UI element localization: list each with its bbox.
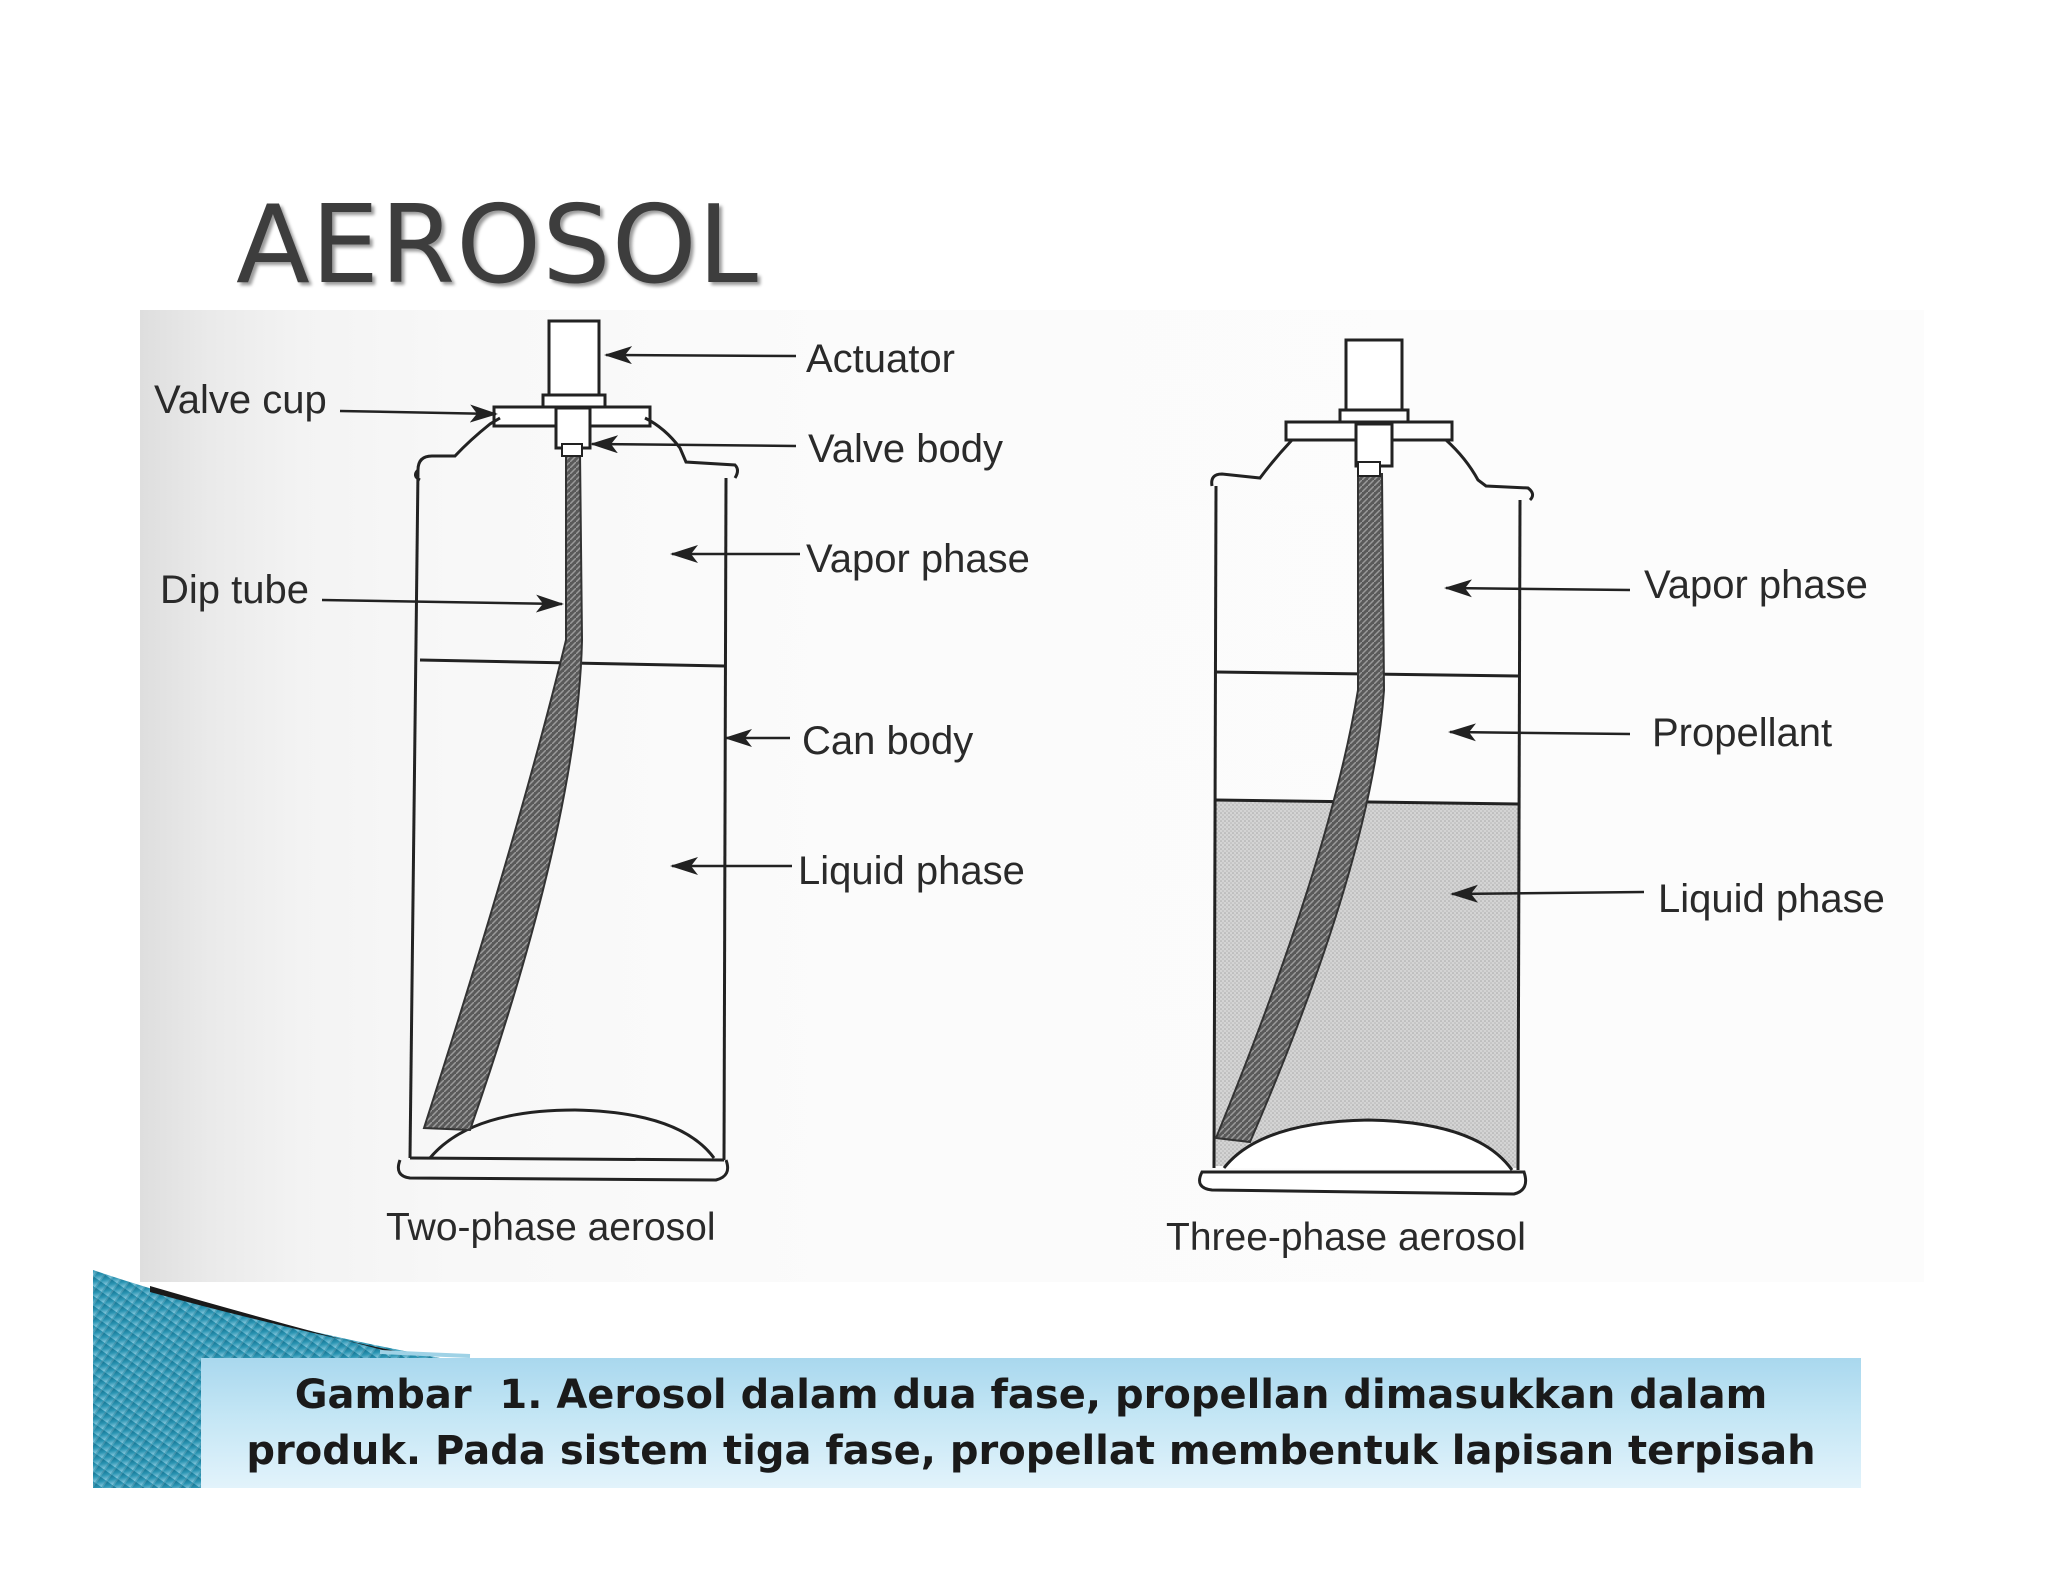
slide-title: AEROSOL bbox=[236, 183, 759, 308]
figure-caption-line-1: Gambar 1. Aerosol dalam dua fase, propel… bbox=[294, 1372, 1768, 1418]
can-body-right-wall bbox=[722, 477, 728, 1161]
can-body-right-right-wall bbox=[1516, 499, 1522, 1171]
label-propellant: Propellant bbox=[1652, 711, 1832, 755]
can-base-left bbox=[396, 1159, 730, 1182]
label-valve-body: Valve body bbox=[808, 427, 1003, 471]
label-vapor-phase-left: Vapor phase bbox=[806, 537, 1030, 581]
dip-tube-left bbox=[422, 451, 584, 1132]
can-shoulder-left bbox=[416, 416, 501, 471]
label-liquid-phase-left: Liquid phase bbox=[798, 849, 1025, 893]
label-liquid-phase-right: Liquid phase bbox=[1658, 877, 1885, 921]
figure-caption-line-2: produk. Pada sistem tiga fase, propellat… bbox=[246, 1428, 1816, 1474]
can-body-right-left-wall bbox=[1212, 485, 1218, 1169]
can-body-left-wall bbox=[408, 469, 420, 1159]
label-can-body: Can body bbox=[802, 719, 973, 763]
two-phase-can bbox=[396, 319, 739, 1182]
arrows-left bbox=[321, 346, 800, 875]
label-valve-cup: Valve cup bbox=[154, 378, 327, 422]
caption-two-phase: Two-phase aerosol bbox=[386, 1206, 716, 1249]
figure-caption-box: Gambar 1. Aerosol dalam dua fase, propel… bbox=[201, 1358, 1861, 1488]
swoosh-teal-band bbox=[93, 1270, 440, 1488]
caption-three-phase: Three-phase aerosol bbox=[1166, 1216, 1526, 1259]
label-actuator: Actuator bbox=[806, 337, 955, 381]
three-phase-can bbox=[1198, 338, 1535, 1196]
label-vapor-phase-right: Vapor phase bbox=[1644, 563, 1868, 607]
can-base-right bbox=[1198, 1170, 1528, 1196]
label-dip-tube: Dip tube bbox=[160, 568, 309, 612]
arrows-right bbox=[1444, 579, 1645, 903]
dip-tube-right bbox=[1214, 473, 1386, 1144]
liquid-fill-right bbox=[1214, 800, 1518, 1168]
